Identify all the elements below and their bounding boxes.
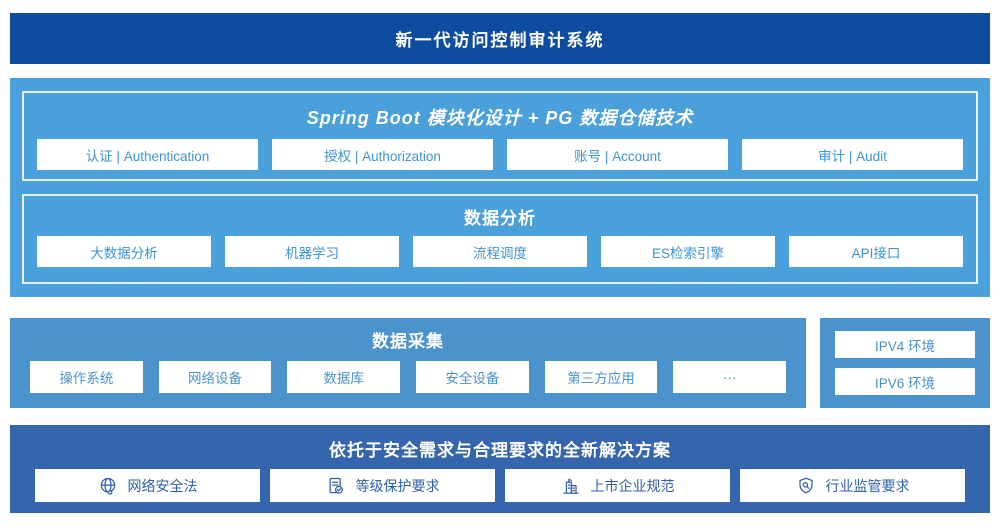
module-database: 数据库 — [287, 361, 401, 393]
solution-item-cybersecurity-law: 网络安全法 — [35, 469, 260, 502]
env-ipv4: IPV4 环境 — [835, 331, 975, 358]
module-process-scheduling: 流程调度 — [413, 236, 587, 267]
data-collection-modules: 操作系统 网络设备 数据库 安全设备 第三方应用 ··· — [10, 352, 806, 393]
platform-panel: Spring Boot 模块化设计 + PG 数据仓储技术 认证 | Authe… — [10, 78, 990, 297]
document-check-icon — [326, 476, 346, 496]
data-analysis-panel: 数据分析 大数据分析 机器学习 流程调度 ES检索引擎 API接口 — [22, 194, 978, 284]
data-collection-title: 数据采集 — [372, 332, 444, 351]
module-security-device: 安全设备 — [416, 361, 529, 393]
springboot-title: Spring Boot 模块化设计 + PG 数据仓储技术 — [306, 108, 694, 128]
shield-search-icon — [796, 476, 816, 496]
springboot-modules: 认证 | Authentication 授权 | Authorization 账… — [24, 139, 976, 183]
module-bigdata-analysis: 大数据分析 — [37, 236, 211, 267]
collection-row: 数据采集 操作系统 网络设备 数据库 安全设备 第三方应用 ··· IPV4 环… — [10, 318, 990, 408]
data-analysis-modules: 大数据分析 机器学习 流程调度 ES检索引擎 API接口 — [24, 236, 976, 280]
globe-icon — [98, 476, 118, 496]
solution-item-label: 等级保护要求 — [355, 477, 440, 494]
building-icon — [561, 476, 581, 496]
module-more-ellipsis: ··· — [673, 361, 787, 393]
solution-title: 依托于安全需求与合理要求的全新解决方案 — [329, 441, 671, 460]
solution-item-label: 行业监管要求 — [825, 477, 910, 494]
data-analysis-title: 数据分析 — [464, 209, 536, 228]
solution-item-label: 网络安全法 — [127, 477, 198, 494]
solution-panel: 依托于安全需求与合理要求的全新解决方案 网络安全法 — [10, 425, 990, 513]
environment-panel: IPV4 环境 IPV6 环境 — [820, 318, 990, 408]
module-es-search-engine: ES检索引擎 — [601, 236, 775, 267]
solution-item-industry-regulation: 行业监管要求 — [740, 469, 965, 502]
module-network-device: 网络设备 — [158, 361, 272, 393]
module-authentication: 认证 | Authentication — [37, 139, 258, 170]
solution-item-listed-company: 上市企业规范 — [505, 469, 730, 502]
solution-item-label: 上市企业规范 — [590, 477, 675, 494]
module-operating-system: 操作系统 — [30, 361, 143, 393]
module-account: 账号 | Account — [507, 139, 728, 170]
springboot-panel: Spring Boot 模块化设计 + PG 数据仓储技术 认证 | Authe… — [22, 91, 978, 181]
module-machine-learning: 机器学习 — [225, 236, 399, 267]
module-third-party-app: 第三方应用 — [544, 361, 658, 393]
module-api-interface: API接口 — [789, 236, 963, 267]
module-authorization: 授权 | Authorization — [272, 139, 493, 170]
solution-items: 网络安全法 等级保护要求 — [10, 461, 990, 502]
module-audit: 审计 | Audit — [742, 139, 963, 170]
env-ipv6: IPV6 环境 — [835, 368, 975, 395]
page-title: 新一代访问控制审计系统 — [10, 13, 990, 64]
solution-item-classified-protection: 等级保护要求 — [270, 469, 495, 502]
data-collection-panel: 数据采集 操作系统 网络设备 数据库 安全设备 第三方应用 ··· — [10, 318, 806, 408]
